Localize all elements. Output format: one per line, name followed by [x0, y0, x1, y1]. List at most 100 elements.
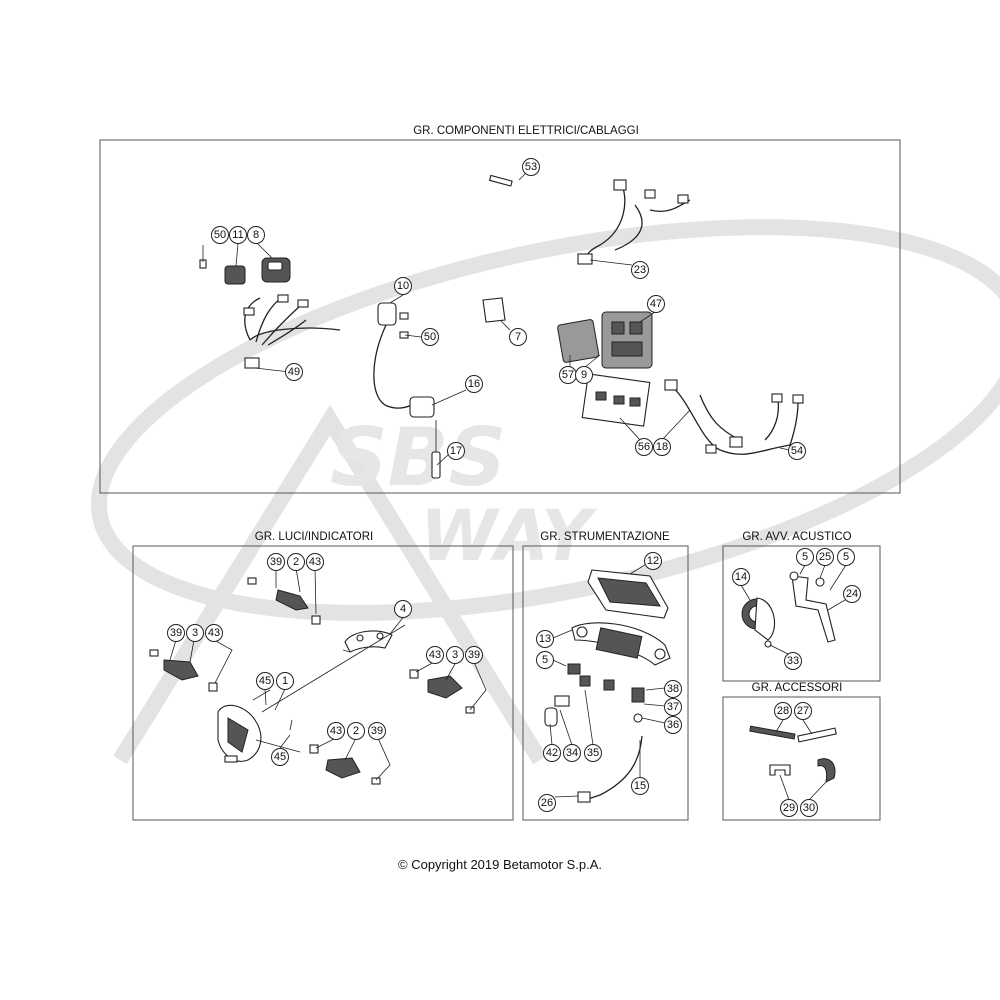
callout-47: 47 — [647, 295, 665, 313]
svg-text:SBS: SBS — [330, 411, 506, 504]
svg-text:28: 28 — [777, 705, 789, 717]
svg-text:36: 36 — [667, 719, 679, 731]
handlebar-switch-part — [199, 257, 341, 369]
svg-text:45: 45 — [274, 751, 286, 763]
svg-text:33: 33 — [787, 655, 799, 667]
callout-56: 56 — [635, 438, 653, 456]
headlight-part — [217, 704, 262, 763]
svg-text:18: 18 — [656, 441, 668, 453]
svg-text:12: 12 — [647, 555, 659, 567]
svg-text:45: 45 — [259, 675, 271, 687]
svg-text:42: 42 — [546, 747, 558, 759]
panel-frame-electrical — [99, 139, 901, 494]
callout-26: 26 — [538, 794, 556, 812]
callout-53: 53 — [522, 158, 540, 176]
callout-45b: 45 — [271, 748, 289, 766]
cable-ties-part — [749, 725, 837, 783]
callout-16: 16 — [465, 375, 483, 393]
svg-text:56: 56 — [638, 441, 650, 453]
callout-34: 34 — [563, 744, 581, 762]
svg-text:43: 43 — [429, 649, 441, 661]
svg-text:13: 13 — [539, 633, 551, 645]
svg-text:49: 49 — [288, 366, 300, 378]
panel-title-accessories: GR. ACCESSORI — [752, 682, 843, 694]
dashboard-part — [544, 569, 671, 803]
svg-text:4: 4 — [400, 603, 406, 615]
svg-text:3: 3 — [452, 649, 458, 661]
panel-electrical: GR. COMPONENTI ELETTRICI/CABLAGGI — [99, 125, 901, 494]
callout-2b: 2 — [347, 722, 365, 740]
callout-39c: 39 — [465, 646, 483, 664]
callout-38: 38 — [664, 680, 682, 698]
watermark: SBS WAY — [90, 219, 1000, 765]
svg-text:39: 39 — [468, 649, 480, 661]
callout-2: 2 — [287, 553, 305, 571]
callout-18: 18 — [653, 438, 671, 456]
callout-43: 43 — [306, 553, 324, 571]
callout-30: 30 — [800, 799, 818, 817]
svg-text:1: 1 — [282, 675, 288, 687]
callout-43d: 43 — [327, 722, 345, 740]
svg-text:47: 47 — [650, 298, 662, 310]
panel-title-horn: GR. AVV. ACUSTICO — [742, 531, 851, 543]
svg-text:14: 14 — [735, 571, 747, 583]
panel-instruments: GR. STRUMENTAZIONE 12 13 5 38 — [522, 531, 689, 821]
svg-text:10: 10 — [397, 280, 409, 292]
callout-23: 23 — [631, 261, 649, 279]
svg-text:57: 57 — [562, 369, 574, 381]
svg-text:11: 11 — [232, 229, 243, 241]
callout-43b: 43 — [205, 624, 223, 642]
panel-horn: GR. AVV. ACUSTICO 5 25 5 14 24 33 — [722, 531, 881, 682]
svg-text:5: 5 — [843, 551, 849, 563]
svg-text:16: 16 — [468, 378, 480, 390]
panel-accessories: GR. ACCESSORI 28 27 29 30 — [722, 682, 881, 821]
callout-4: 4 — [394, 600, 412, 618]
callout-1: 1 — [276, 672, 294, 690]
callout-24: 24 — [843, 585, 861, 603]
callout-50b: 50 — [421, 328, 439, 346]
panel-title-instruments: GR. STRUMENTAZIONE — [540, 531, 670, 543]
callout-49: 49 — [285, 363, 303, 381]
indicator-rear-left-part — [149, 649, 218, 692]
callout-3: 3 — [186, 624, 204, 642]
callout-50: 50 — [211, 226, 229, 244]
svg-text:7: 7 — [515, 331, 521, 343]
callout-15: 15 — [631, 777, 649, 795]
svg-text:3: 3 — [192, 627, 198, 639]
svg-text:15: 15 — [634, 780, 646, 792]
callout-7: 7 — [509, 328, 527, 346]
callout-11: 11 — [229, 226, 247, 244]
indicator-rear-right-part — [309, 744, 381, 785]
svg-text:39: 39 — [270, 556, 282, 568]
svg-text:38: 38 — [667, 683, 679, 695]
callout-36: 36 — [664, 716, 682, 734]
callout-3b: 3 — [446, 646, 464, 664]
callout-9: 9 — [575, 366, 593, 384]
svg-text:26: 26 — [541, 797, 553, 809]
callout-39: 39 — [267, 553, 285, 571]
svg-text:43: 43 — [208, 627, 220, 639]
wiring-harness-part — [577, 179, 804, 455]
callout-37: 37 — [664, 698, 682, 716]
svg-text:39: 39 — [371, 725, 383, 737]
lamp-bracket-part — [342, 630, 393, 653]
panel-lights: GR. LUCI/INDICATORI — [132, 531, 514, 821]
control-unit-part — [557, 311, 653, 427]
fuse-part — [488, 174, 513, 187]
callout-43c: 43 — [426, 646, 444, 664]
panel-title-electrical: GR. COMPONENTI ELETTRICI/CABLAGGI — [413, 125, 639, 137]
callout-29: 29 — [780, 799, 798, 817]
svg-text:25: 25 — [819, 551, 831, 563]
svg-text:29: 29 — [783, 802, 795, 814]
svg-text:35: 35 — [587, 747, 599, 759]
callout-39b: 39 — [167, 624, 185, 642]
callout-57: 57 — [559, 366, 577, 384]
svg-text:30: 30 — [803, 802, 815, 814]
ignition-coil-part — [373, 302, 441, 479]
svg-text:24: 24 — [846, 588, 858, 600]
callout-10: 10 — [394, 277, 412, 295]
panel-frame-instruments — [522, 545, 689, 821]
svg-text:54: 54 — [791, 445, 803, 457]
callout-27: 27 — [794, 702, 812, 720]
callout-5: 5 — [536, 651, 554, 669]
